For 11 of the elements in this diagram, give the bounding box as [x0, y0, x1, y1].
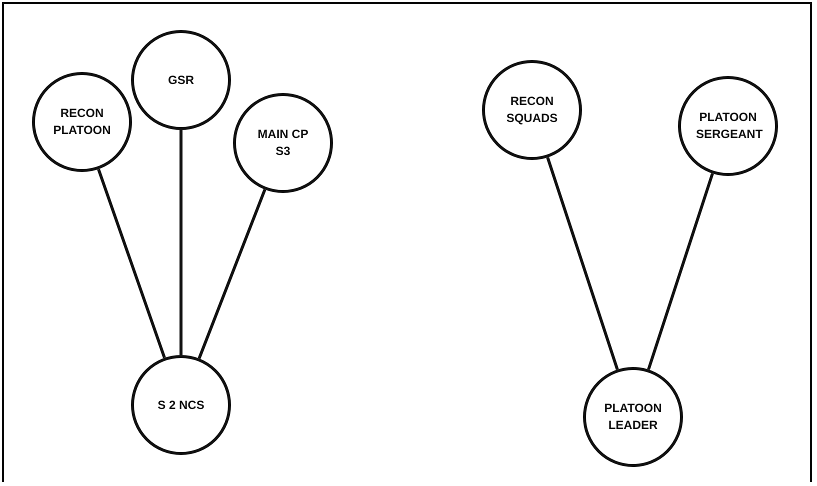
connector-line	[647, 173, 714, 370]
connector-line	[198, 189, 266, 359]
node-label: S 2 NCS	[156, 396, 206, 414]
node-label: PLATOON LEADER	[603, 400, 663, 434]
node-label: RECON PLATOON	[52, 105, 112, 139]
node-label: GSR	[166, 72, 195, 88]
node-label: MAIN CP S3	[256, 126, 310, 160]
connector-line	[180, 130, 182, 355]
node-label: RECON SQUADS	[505, 93, 559, 127]
connector-line	[97, 168, 166, 358]
connector-line	[546, 157, 619, 370]
